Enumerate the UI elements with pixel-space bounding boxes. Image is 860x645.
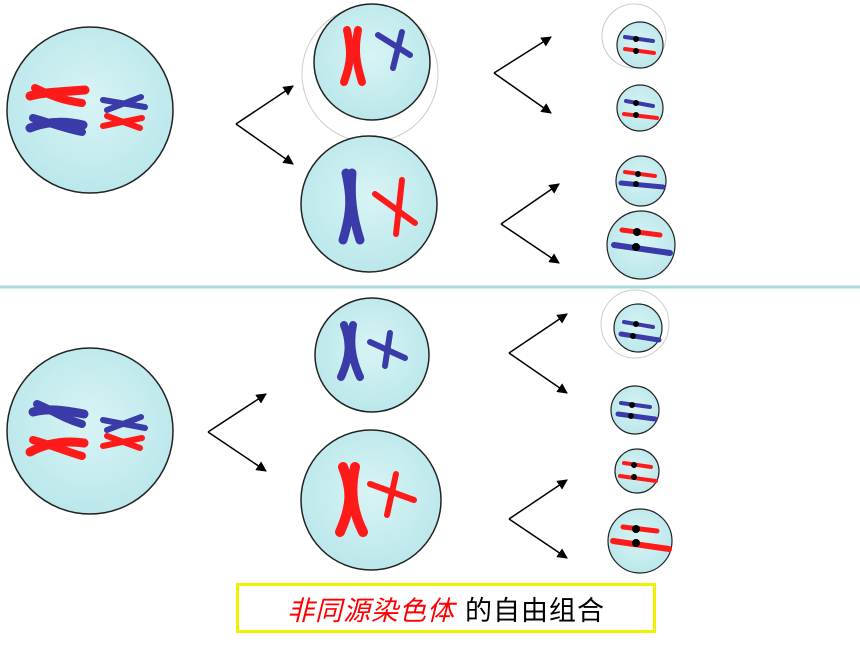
- caption-rest: 的自由组合: [465, 595, 605, 627]
- scenario-top: [6, 3, 676, 280]
- parent-cell-bottom: [6, 347, 174, 515]
- split-arrows-top-1: [235, 85, 294, 165]
- parent-cell-top: [6, 26, 174, 194]
- gamete-bottom-2: [610, 385, 660, 435]
- gamete-bottom-1: [613, 303, 663, 353]
- scenario-bottom: [6, 289, 673, 574]
- split-arrows-top-2: [493, 36, 560, 264]
- split-arrows-bottom-2: [508, 313, 568, 559]
- caption-box: 非同源染色体 的自由组合: [236, 583, 656, 633]
- chromosome-pair-large: [25, 400, 89, 460]
- daughter-cell-bottom-b: [300, 429, 442, 571]
- caption-emphasis: 非同源染色体: [287, 595, 455, 627]
- gamete-top-4: [606, 210, 676, 280]
- gamete-top-2: [616, 84, 664, 132]
- split-arrows-bottom-1: [207, 393, 267, 472]
- chromosome-pair-small: [100, 94, 148, 131]
- chromosome-pair-large: [25, 84, 90, 136]
- gamete-top-3: [615, 155, 667, 207]
- chromosome-pair-small: [100, 414, 148, 451]
- gamete-bottom-4: [607, 508, 673, 574]
- gamete-top-1: [616, 21, 664, 69]
- daughter-cell-top-a: [313, 3, 431, 121]
- daughter-cell-top-b: [300, 135, 438, 273]
- gamete-bottom-3: [614, 448, 660, 494]
- daughter-cell-bottom-a: [314, 297, 430, 413]
